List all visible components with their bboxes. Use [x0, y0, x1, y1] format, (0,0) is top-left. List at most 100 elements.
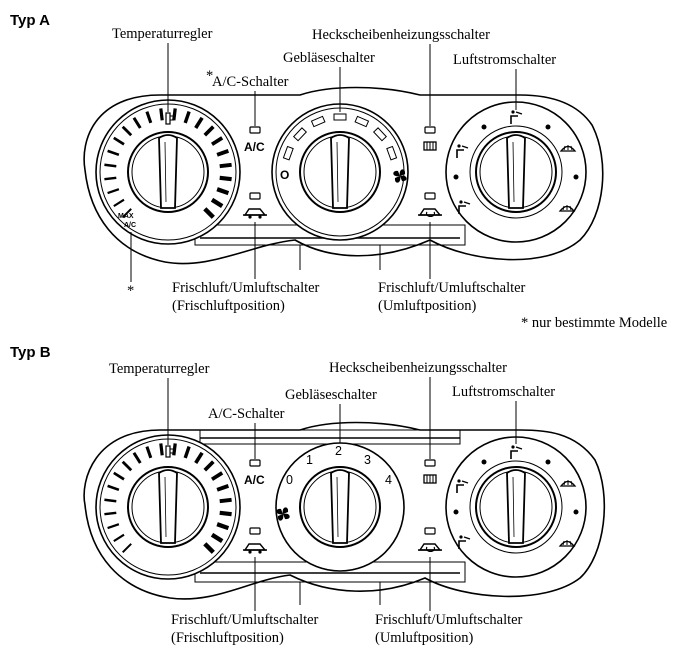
section-typ-a: Typ A MAX A/C A/C	[10, 12, 604, 314]
fresh-air-indicator-led	[249, 192, 261, 200]
temperature-tick	[216, 522, 230, 531]
blower-speed-segment	[282, 145, 294, 161]
label-ac-star: *	[206, 68, 213, 84]
temperature-tick	[183, 446, 191, 459]
temperature-tick	[104, 163, 117, 168]
label-recirc-line1: Frischluft/Umluftschalter	[375, 612, 523, 628]
blower-knob[interactable]	[299, 466, 381, 548]
airflow-knob[interactable]	[475, 466, 557, 548]
label-blower: Gebläseschalter	[283, 50, 375, 66]
temperature-tick	[172, 108, 177, 121]
thermometer-icon	[165, 112, 174, 125]
label-temperature-control: Temperaturregler	[109, 361, 210, 377]
temperature-tick	[104, 176, 117, 181]
blower-step-2: 2	[335, 444, 342, 458]
rear-defrost-led	[424, 126, 436, 134]
temperature-tick	[113, 198, 125, 207]
thermometer-icon	[165, 445, 174, 458]
blower-dial[interactable]	[275, 442, 405, 572]
label-fresh-line2: (Frischluftposition)	[172, 298, 285, 314]
recirculation-button[interactable]	[417, 543, 443, 553]
temperature-tick	[132, 117, 142, 129]
temperature-tick	[113, 533, 125, 542]
recirc-indicator-led	[424, 527, 436, 535]
recirculation-button[interactable]	[417, 208, 443, 218]
temperature-knob[interactable]	[127, 466, 209, 548]
fresh-air-indicator-led	[249, 527, 261, 535]
temperature-tick	[107, 523, 120, 530]
label-ac-switch: A/C-Schalter	[212, 74, 289, 90]
temperature-tick	[203, 542, 215, 554]
temperature-tick	[210, 532, 224, 543]
temperature-tick	[145, 111, 153, 124]
temperature-tick	[194, 116, 204, 129]
rear-defrost-button[interactable]	[423, 474, 437, 484]
label-rear-defrost: Heckscheibenheizungsschalter	[329, 360, 507, 376]
temperature-tick	[104, 498, 117, 503]
temperature-tick	[107, 484, 120, 492]
max-ac-label: MAX	[118, 213, 134, 220]
label-fresh-line1: Frischluft/Umluftschalter	[172, 280, 320, 296]
temperature-tick	[121, 125, 133, 137]
airflow-dial[interactable]	[445, 101, 587, 243]
temperature-tick	[210, 471, 224, 481]
blower-off-label: O	[280, 168, 289, 182]
blower-step-1: 1	[306, 453, 313, 467]
rear-defrost-button[interactable]	[423, 141, 437, 151]
temperature-tick	[172, 443, 177, 456]
label-airflow: Luftstromschalter	[452, 384, 555, 400]
temperature-tick	[210, 136, 224, 146]
temperature-scale	[104, 443, 232, 554]
temperature-tick	[145, 446, 153, 459]
fresh-air-button[interactable]	[242, 208, 268, 220]
label-recirc-line2: (Umluftposition)	[378, 298, 476, 314]
label-airflow: Luftstromschalter	[453, 52, 556, 68]
temperature-tick	[113, 136, 125, 146]
temperature-tick	[216, 149, 230, 157]
label-recirc-line1: Frischluft/Umluftschalter	[378, 280, 526, 296]
temperature-knob[interactable]	[127, 131, 209, 213]
temperature-tick	[210, 197, 224, 208]
temperature-tick	[216, 187, 230, 196]
temperature-tick	[121, 543, 132, 554]
section-title: Typ A	[10, 12, 50, 29]
ac-button[interactable]: A/C	[244, 140, 265, 154]
fresh-air-button[interactable]	[242, 543, 268, 555]
airflow-knob[interactable]	[475, 131, 557, 213]
blower-scale	[282, 113, 398, 161]
temperature-tick	[104, 511, 117, 516]
temperature-tick	[203, 460, 215, 472]
blower-speed-segment	[292, 127, 308, 142]
blower-step-4: 4	[385, 473, 392, 487]
label-recirc-line2: (Umluftposition)	[375, 630, 473, 646]
temperature-tick	[159, 443, 164, 456]
temperature-tick	[203, 125, 215, 137]
label-star-marker: *	[127, 283, 134, 299]
blower-speed-segment	[386, 145, 398, 161]
temperature-dial[interactable]	[95, 99, 241, 245]
label-fresh-line2: (Frischluftposition)	[171, 630, 284, 646]
label-temperature-control: Temperaturregler	[112, 26, 213, 42]
temperature-tick	[121, 208, 132, 219]
blower-speed-segment	[310, 115, 326, 128]
temperature-tick	[159, 108, 164, 121]
ac-indicator-led	[249, 459, 261, 467]
blower-speed-segment	[333, 113, 347, 121]
label-blower: Gebläseschalter	[285, 387, 377, 403]
ac-button[interactable]: A/C	[244, 473, 265, 487]
temperature-tick	[113, 471, 125, 481]
blower-step-0: 0	[286, 473, 293, 487]
temperature-tick	[219, 497, 232, 504]
temperature-tick	[121, 460, 133, 472]
blower-dial[interactable]	[271, 103, 409, 241]
temperature-tick	[219, 510, 232, 517]
temperature-tick	[132, 452, 142, 464]
temperature-tick	[219, 162, 232, 169]
temperature-tick	[216, 484, 230, 492]
airflow-dial[interactable]	[445, 436, 587, 578]
temperature-tick	[183, 111, 191, 124]
blower-knob[interactable]	[299, 131, 381, 213]
section-title: Typ B	[10, 344, 51, 361]
temperature-tick	[107, 188, 120, 195]
